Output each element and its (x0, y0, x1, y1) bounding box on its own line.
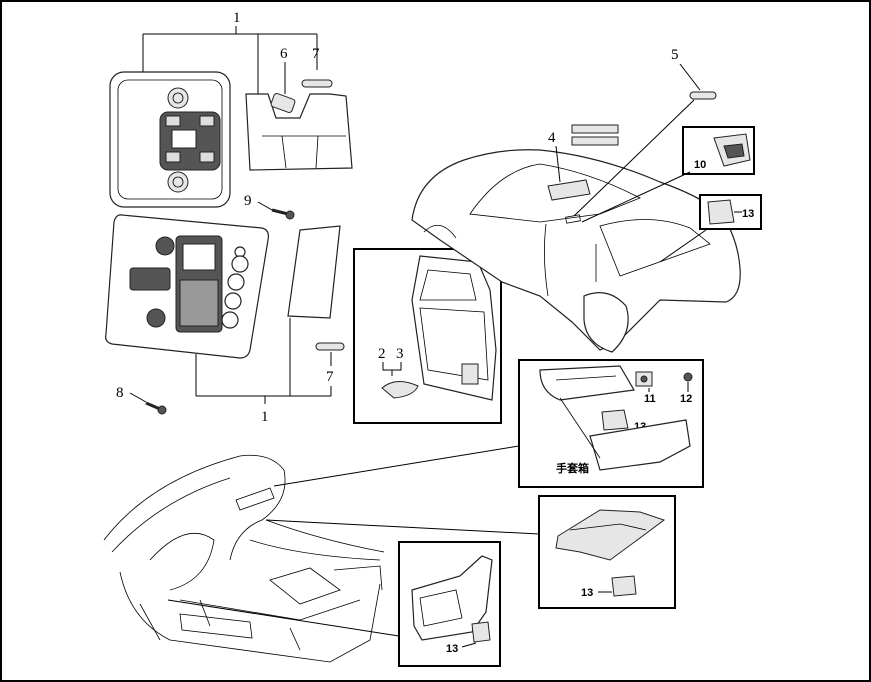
callout-7-top: 7 (312, 46, 320, 62)
callout-11: 11 (644, 393, 656, 405)
lens-cover (287, 225, 341, 319)
callout-5: 5 (671, 47, 679, 63)
callout-9: 9 (244, 193, 252, 209)
callout-4: 4 (548, 130, 556, 146)
tube-bulb-top: 7 (301, 46, 333, 88)
door-inset: 2 3 (353, 248, 529, 424)
callout-13-footwell: 13 (581, 587, 593, 599)
glovebox-box: 11 12 13 手套箱 (273, 359, 704, 488)
callout-8: 8 (116, 385, 124, 401)
car-body (411, 149, 741, 353)
callout-13-panel: 13 (446, 643, 458, 655)
callout-13-trunk: 13 (742, 208, 754, 220)
callout-7-bottom: 7 (326, 369, 334, 385)
roof-plates: 4 (548, 124, 619, 183)
overhead-console-top: 1 (109, 10, 318, 208)
screw-lower: 8 (116, 385, 167, 415)
callout-3: 3 (396, 346, 404, 362)
callout-10: 10 (694, 159, 706, 171)
callout-1-top: 1 (233, 10, 241, 26)
callout-12: 12 (680, 393, 692, 405)
callout-1-bottom: 1 (261, 409, 269, 425)
callout-2: 2 (378, 346, 386, 362)
trunk-lamp-box: 10 (581, 126, 755, 223)
bulb-cover: 6 (245, 46, 353, 171)
screw-upper: 9 (244, 193, 295, 220)
callout-6: 6 (280, 46, 288, 62)
side-panel-box: 13 (167, 541, 501, 667)
tube-bulb-bottom: 7 (315, 342, 345, 385)
glovebox-label: 手套箱 (556, 461, 589, 475)
roof-tube: 5 (573, 47, 717, 217)
reading-lamp-console (105, 214, 269, 359)
footwell-box: 13 (265, 495, 676, 609)
interior-dashboard (103, 454, 385, 663)
bracket-bottom: 1 (195, 318, 332, 425)
trunk-clip-box: 13 (659, 194, 762, 263)
